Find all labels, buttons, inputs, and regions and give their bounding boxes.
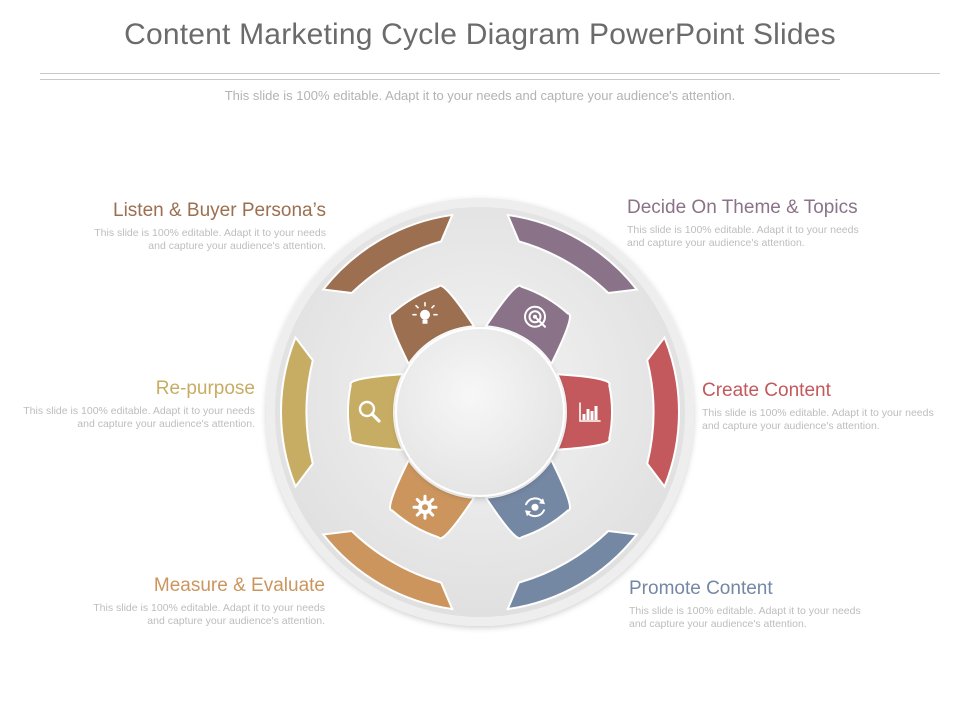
step-title: Listen & Buyer Persona’s [113, 200, 326, 221]
outer-crescent [646, 335, 680, 489]
bar-chart-icon [579, 402, 601, 422]
inner-petal [347, 373, 405, 451]
step-description: This slide is 100% editable. Adapt it to… [93, 602, 325, 627]
step-description: This slide is 100% editable. Adapt it to… [702, 407, 934, 432]
magnifier-icon [358, 400, 381, 423]
inner-petal [555, 373, 613, 451]
step-description: This slide is 100% editable. Adapt it to… [629, 605, 861, 630]
step-title: Re-purpose [155, 378, 255, 399]
inner-petal [389, 284, 476, 366]
step-label-decide: Decide On Theme & Topics This slide is 1… [627, 197, 877, 250]
slide-subtitle: This slide is 100% editable. Adapt it to… [224, 88, 736, 103]
step-description: This slide is 100% editable. Adapt it to… [94, 227, 326, 252]
step-label-create: Create Content This slide is 100% editab… [702, 380, 952, 433]
center-circle [395, 327, 565, 497]
step-label-listen: Listen & Buyer Persona’s This slide is 1… [76, 200, 326, 253]
inner-petal [484, 458, 571, 540]
lightbulb-icon [412, 301, 438, 324]
step-description: This slide is 100% editable. Adapt it to… [627, 224, 859, 249]
step-label-repurpose: Re-purpose This slide is 100% editable. … [5, 378, 255, 431]
outer-crescent [321, 213, 454, 295]
step-title: Promote Content [629, 578, 773, 599]
step-title: Decide On Theme & Topics [627, 197, 858, 218]
step-title: Measure & Evaluate [153, 575, 325, 596]
step-description: This slide is 100% editable. Adapt it to… [23, 405, 255, 430]
outer-crescent [280, 335, 314, 489]
outer-crescent [506, 529, 639, 611]
outer-crescent [321, 529, 454, 611]
step-label-promote: Promote Content This slide is 100% edita… [629, 578, 879, 631]
gear-icon [412, 494, 438, 520]
step-label-measure: Measure & Evaluate This slide is 100% ed… [75, 575, 325, 628]
step-title: Create Content [702, 380, 831, 401]
title-divider-top [40, 73, 940, 74]
slide-title: Content Marketing Cycle Diagram PowerPoi… [124, 18, 836, 51]
target-icon [524, 305, 546, 328]
title-divider-bottom [40, 79, 840, 80]
cycle-gear-icon [525, 497, 545, 518]
outer-crescent [506, 213, 639, 295]
